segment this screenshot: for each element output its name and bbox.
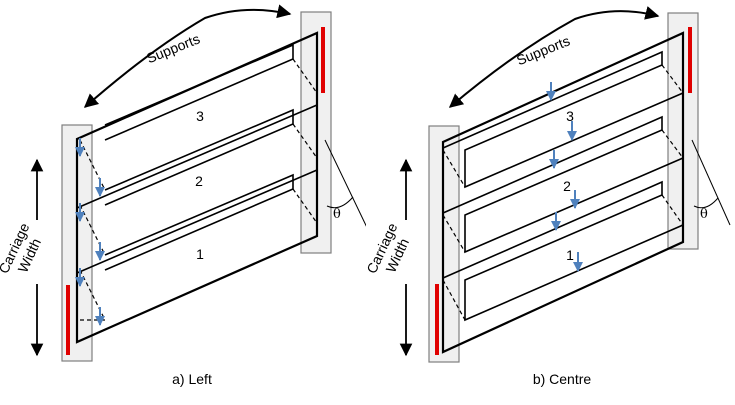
step-number-2: 2 <box>195 173 203 189</box>
supports-label: Supports <box>144 30 202 66</box>
stair-treads <box>76 43 318 274</box>
angle-theta-label: θ <box>700 207 708 222</box>
angle-arc <box>693 197 719 209</box>
riser-dashes <box>442 64 684 321</box>
step-number-3: 3 <box>566 108 574 124</box>
step-number-3: 3 <box>196 108 204 124</box>
panel-caption: b) Centre <box>533 371 592 387</box>
panel-centre: 3 2 1 Supports Carriage Width θ b) Centr… <box>363 6 731 387</box>
supports-arc-arrow <box>83 4 292 108</box>
angle-arc <box>326 196 354 209</box>
angle-reference-line <box>691 139 731 226</box>
riser-dashes <box>79 58 318 321</box>
step-number-1: 1 <box>196 246 204 262</box>
supports-arc-arrow <box>448 6 660 108</box>
step-number-1: 1 <box>566 247 574 263</box>
carriage-label-backdrop <box>366 220 416 284</box>
panel-caption: a) Left <box>172 371 212 387</box>
angle-theta-label: θ <box>333 207 341 222</box>
angle-reference-line <box>324 139 373 239</box>
left-support-load-arrows <box>75 138 105 326</box>
carriage-label-backdrop <box>0 220 46 284</box>
step-number-2: 2 <box>563 178 571 194</box>
panel-left: 3 2 1 Supports Carriage Width θ a) Left <box>0 4 373 387</box>
